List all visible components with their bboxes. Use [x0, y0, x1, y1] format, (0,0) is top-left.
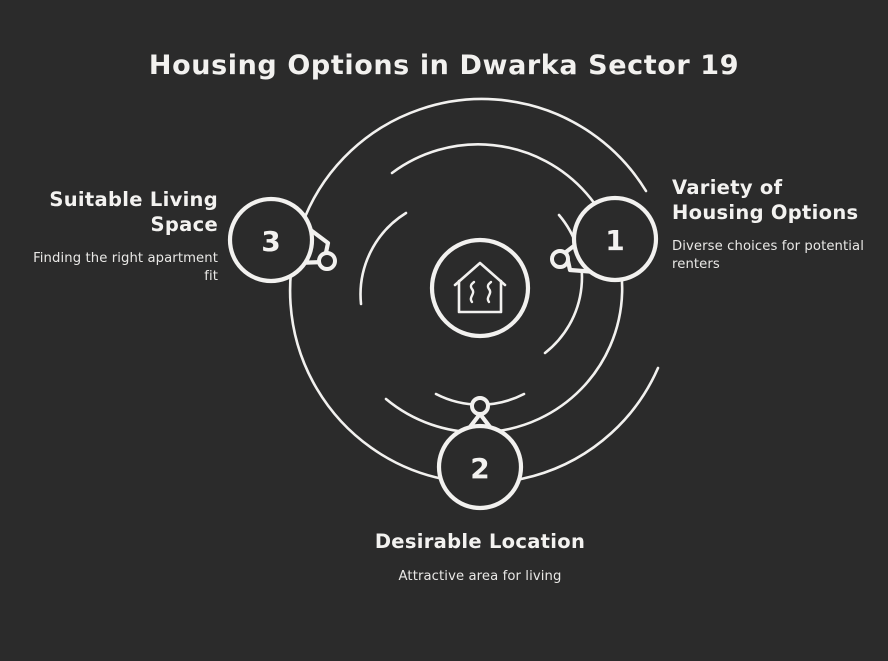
bubble-1-circle[interactable]	[571, 195, 659, 283]
node-3-subtitle: Finding the right apartment fit	[33, 251, 218, 284]
orbit-arc-inner-right	[543, 213, 584, 355]
node-3-label-block: Suitable Living Space Finding the right …	[28, 188, 218, 286]
orbit-arc-inner-left	[359, 211, 408, 306]
node-1-heading: Variety of Housing Options	[672, 176, 859, 224]
orbit-arc-middle	[384, 143, 624, 434]
node-1-subtitle: Diverse choices for potential renters	[672, 239, 864, 272]
bubble-1-number: 1	[605, 224, 624, 257]
node-3-heading: Suitable Living Space	[49, 188, 218, 236]
house-icon	[453, 261, 507, 314]
node-2-heading: Desirable Location	[374, 530, 586, 553]
node-2-subtitle: Attractive area for living	[398, 568, 562, 584]
center-circle	[429, 237, 531, 339]
bubble-3-circle[interactable]	[227, 196, 315, 284]
bubble-2-circle[interactable]	[436, 423, 524, 511]
connector-ring-3[interactable]	[317, 251, 337, 271]
connector-ring-2[interactable]	[470, 396, 490, 416]
bubble-3-number: 3	[261, 225, 280, 258]
node-2-label-block: Desirable Location Attractive area for l…	[300, 530, 660, 586]
connector-ring-1[interactable]	[550, 249, 570, 269]
bubble-2-number: 2	[470, 452, 489, 485]
page-title: Housing Options in Dwarka Sector 19	[148, 50, 740, 81]
node-1-label-block: Variety of Housing Options Diverse choic…	[672, 176, 872, 274]
orbit-arc-outer	[288, 97, 660, 485]
